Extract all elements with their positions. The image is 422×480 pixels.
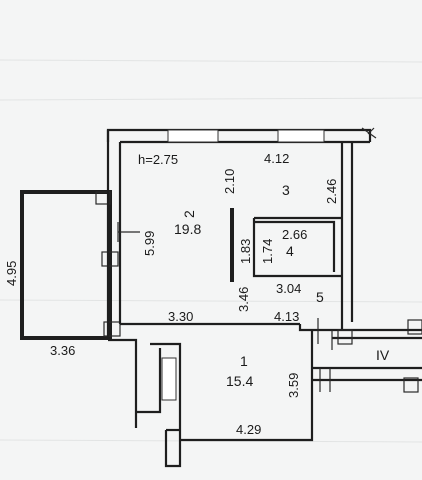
dim-room2-bottom-width: 3.30 [168,309,193,324]
room2-area: 19.8 [174,221,201,237]
dim-corridor-height: 1.83 [238,239,253,264]
dim-balcony-height: 4.95 [4,261,19,286]
room2-number: 2 [181,210,197,218]
room1-number: 1 [240,353,248,369]
dim-room3-height: 2.46 [324,179,339,204]
dim-room2-upper-height: 2.10 [222,169,237,194]
top-windows [161,129,325,401]
ceiling-height-label: h=2.75 [138,152,178,167]
dim-top-right-width: 4.12 [264,151,289,166]
dim-room1-width: 4.29 [236,422,261,437]
room4-number: 4 [286,243,294,259]
dim-room2-lower-height: 3.46 [236,287,251,312]
room4-walls [230,208,342,282]
room3-number: 3 [282,182,290,198]
balcony [20,190,121,340]
dim-room4-width: 2.66 [282,227,307,242]
dim-room2-height: 5.99 [142,231,157,256]
dim-room1-height: 3.59 [286,373,301,398]
dim-balcony-width: 3.36 [50,343,75,358]
room1-area: 15.4 [226,373,253,389]
room-iv-number: IV [376,347,390,363]
dim-room4-bottom-width: 3.04 [276,281,301,296]
door-markers [117,222,422,393]
room5-number: 5 [316,289,324,305]
background-texture [0,59,422,443]
dim-room4-height: 1.74 [260,239,275,264]
dim-room5-width: 4.13 [274,309,299,324]
outer-walls [106,127,422,468]
